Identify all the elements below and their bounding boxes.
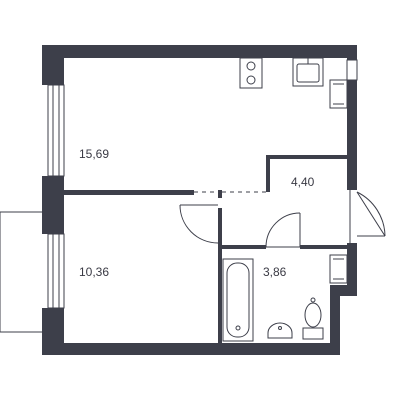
wall-hallway-top: [266, 155, 350, 159]
door-bathroom: [265, 212, 301, 248]
bathroom-area: 3,86: [263, 265, 287, 279]
wall-top: [42, 45, 357, 58]
bathtub-icon: [222, 258, 254, 342]
door-entrance: [349, 190, 386, 243]
wall-hallway-left: [266, 155, 270, 192]
wall-right-upper: [347, 45, 357, 190]
stove-icon: [239, 57, 263, 89]
balcony: [0, 211, 49, 333]
door-bedroom: [179, 204, 219, 244]
fridge-icon: [329, 79, 348, 109]
bedroom-area: 10,36: [79, 265, 109, 279]
living-room-area: 15,69: [79, 147, 109, 161]
hallway-area: 4,40: [291, 175, 315, 189]
wall-right-lower: [347, 243, 357, 296]
washing-machine-icon: [329, 254, 348, 284]
windows: [47, 84, 65, 309]
wall-right-bottom: [330, 285, 340, 355]
wall-left-top: [42, 45, 64, 85]
wall-bath-stub: [218, 190, 222, 198]
window-bedroom: [47, 233, 65, 309]
outer-walls: [42, 45, 357, 355]
wall-bathroom-top-left: [218, 245, 266, 249]
wall-living-bedroom: [64, 190, 194, 195]
window-living-room: [47, 84, 65, 177]
wall-bathroom-top-right: [300, 245, 347, 249]
wall-right-step: [330, 285, 357, 296]
wall-bottom: [42, 343, 340, 355]
bathroom-fixtures: [222, 254, 348, 342]
room-labels: 15,69 10,36 4,40 3,86: [79, 147, 315, 279]
kitchen-fixtures: [239, 57, 348, 109]
doors: [179, 190, 386, 248]
toilet-icon: [302, 297, 324, 340]
right-wall-vent: [346, 59, 358, 81]
wall-left-middle: [42, 176, 64, 234]
interior-walls: [64, 155, 350, 346]
kitchen-sink-icon: [292, 57, 324, 87]
bathroom-sink-icon: [267, 322, 293, 339]
wall-left-bottom: [42, 308, 64, 355]
wall-bathroom-left: [218, 208, 222, 346]
